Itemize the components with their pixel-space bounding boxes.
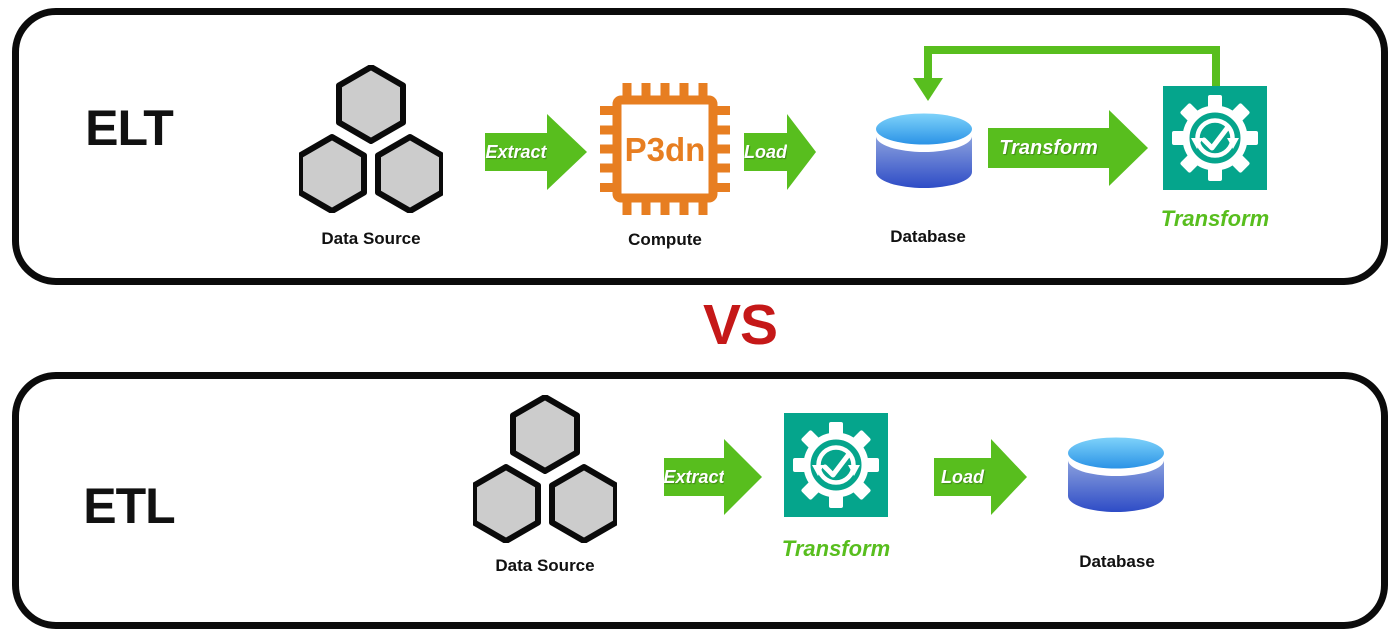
transform-arrow: Transform [988, 110, 1148, 186]
load-arrow: Load [744, 114, 816, 190]
data-source-label: Data Source [321, 229, 421, 248]
arrow-head-icon [991, 439, 1027, 515]
database-label: Database [1079, 552, 1155, 571]
data-source-label: Data Source [495, 556, 595, 575]
load-arrow: Load [934, 439, 1027, 515]
transform-label: Transform [781, 536, 891, 561]
transform-gear-icon [784, 413, 888, 517]
extract-arrow-label: Extract [663, 466, 725, 487]
data-source-icon [473, 395, 617, 543]
extract-arrow: Extract [663, 439, 762, 515]
load-arrow-label: Load [744, 141, 787, 162]
load-arrow-label: Load [941, 466, 984, 487]
elt-title: ELT [85, 100, 174, 156]
database-icon [875, 113, 973, 188]
extract-arrow-label: Extract [485, 141, 547, 162]
arrow-head-icon [1109, 110, 1148, 186]
arrow-head-icon [787, 114, 816, 190]
compute-label: Compute [628, 230, 702, 249]
compute-chip-icon: P3dn [600, 83, 730, 215]
compute-chip-text: P3dn [625, 131, 706, 168]
database-label: Database [890, 227, 966, 246]
database-icon [1067, 437, 1165, 512]
extract-arrow: Extract [485, 114, 587, 190]
arrow-head-icon [547, 114, 587, 190]
arrow-head-icon [724, 439, 762, 515]
data-source-icon [299, 65, 443, 213]
transform-arrow-label: Transform [999, 136, 1098, 159]
vs-label: VS [702, 293, 778, 357]
transform-label: Transform [1160, 206, 1270, 231]
etl-title: ETL [83, 478, 175, 534]
transform-gear-icon [1163, 86, 1267, 190]
